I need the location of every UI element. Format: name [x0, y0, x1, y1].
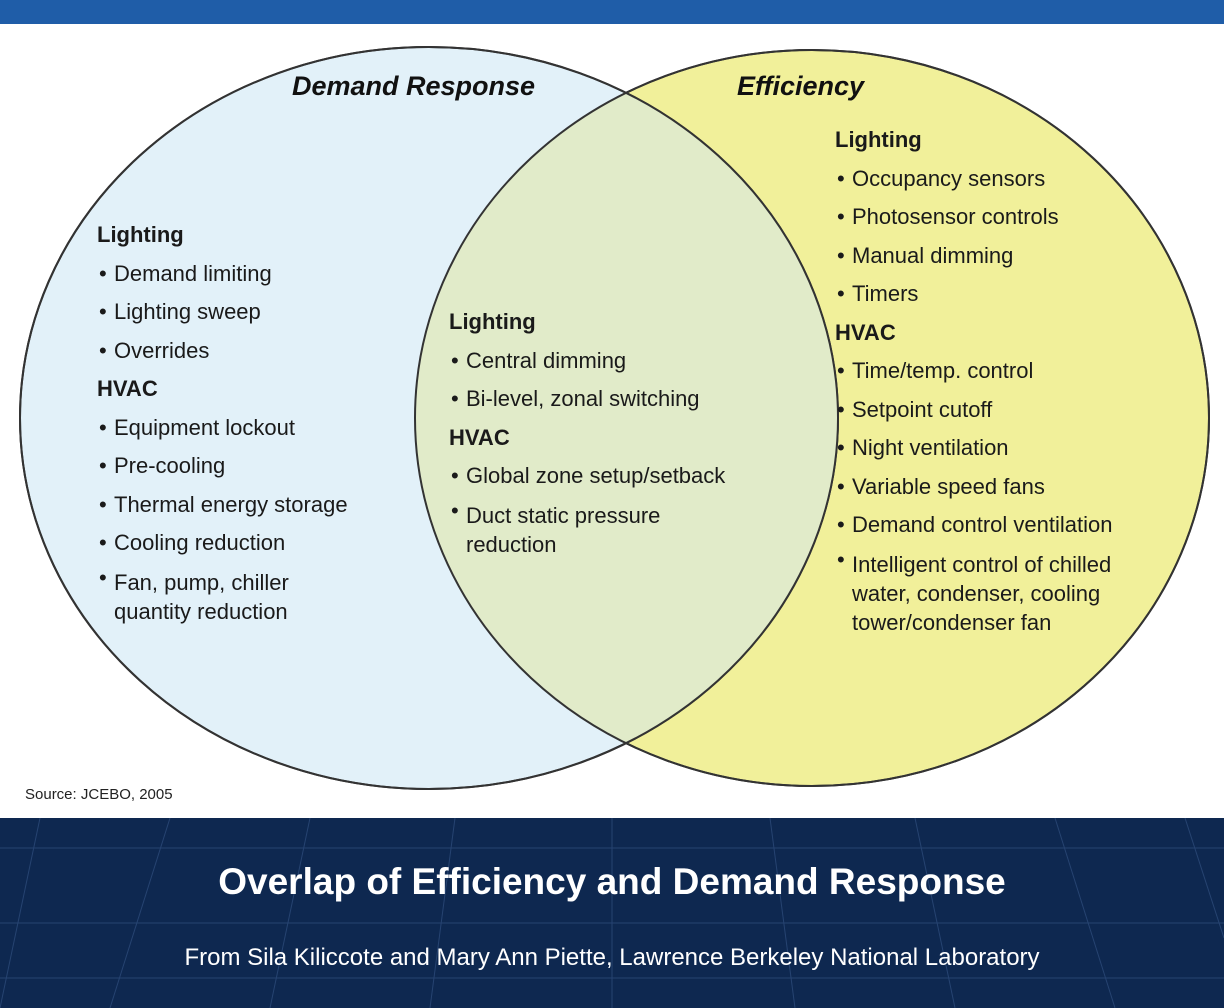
source-note: Source: JCEBO, 2005: [25, 786, 173, 803]
footer-subtitle: From Sila Kiliccote and Mary Ann Piette,…: [184, 944, 1040, 971]
dr-hvac-item: Cooling reduction: [97, 524, 348, 563]
overlap-hvac-item: Duct static pressure reduction: [449, 496, 711, 563]
eff-lighting-item: Manual dimming: [835, 237, 1152, 276]
eff-hvac-heading: HVAC: [835, 319, 896, 345]
overlap-lighting-item: Central dimming: [449, 342, 725, 381]
dr-lighting-item: Demand limiting: [97, 255, 348, 294]
eff-lighting-item: Photosensor controls: [835, 198, 1152, 237]
dr-hvac-item: Thermal energy storage: [97, 486, 348, 525]
eff-hvac-item: Time/temp. control: [835, 352, 1152, 391]
footer-banner: Overlap of Efficiency and Demand Respons…: [0, 818, 1224, 1008]
overlap-hvac-heading: HVAC: [449, 424, 510, 450]
eff-lighting-item: Occupancy sensors: [835, 160, 1152, 199]
overlap-hvac-item: Global zone setup/setback: [449, 457, 725, 496]
footer-background-lines: [0, 818, 1224, 1008]
dr-lighting-item: Lighting sweep: [97, 293, 348, 332]
footer-title: Overlap of Efficiency and Demand Respons…: [218, 861, 1006, 902]
eff-lighting-item: Timers: [835, 275, 1152, 314]
dr-lighting-item: Overrides: [97, 332, 348, 371]
efficiency-circle-outline: [414, 49, 1210, 787]
dr-hvac-item: Fan, pump, chiller quantity reduction: [97, 563, 344, 630]
eff-hvac-item: Setpoint cutoff: [835, 391, 1152, 430]
demand-response-measures: Lighting Demand limiting Lighting sweep …: [97, 216, 348, 630]
eff-lighting-heading: Lighting: [835, 127, 922, 152]
eff-hvac-item: Intelligent control of chilled water, co…: [835, 545, 1152, 641]
eff-hvac-item: Variable speed fans: [835, 468, 1152, 507]
efficiency-measures: Lighting Occupancy sensors Photosensor c…: [835, 121, 1152, 641]
dr-hvac-heading: HVAC: [97, 376, 158, 401]
overlap-region: [415, 50, 838, 786]
overlap-lighting-item: Bi-level, zonal switching: [449, 380, 725, 419]
eff-hvac-item: Demand control ventilation: [835, 506, 1152, 545]
demand-response-title: Demand Response: [292, 71, 536, 101]
overlap-lighting-heading: Lighting: [449, 309, 536, 334]
top-bar: [0, 0, 1224, 24]
efficiency-title: Efficiency: [737, 71, 865, 101]
eff-hvac-item: Night ventilation: [835, 429, 1152, 468]
dr-lighting-heading: Lighting: [97, 222, 184, 247]
dr-hvac-item: Equipment lockout: [97, 409, 348, 448]
dr-hvac-item: Pre-cooling: [97, 447, 348, 486]
overlap-measures: Lighting Central dimming Bi-level, zonal…: [449, 303, 725, 563]
